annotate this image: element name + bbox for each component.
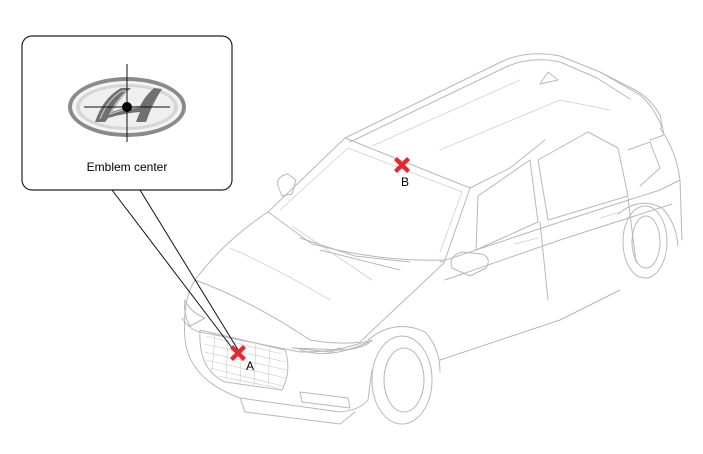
headlight-left	[184, 299, 206, 327]
emblem-center-dot	[122, 102, 132, 112]
emblem-center-label: Emblem center	[87, 160, 168, 174]
hood	[194, 211, 446, 344]
front-grille	[199, 329, 289, 391]
point-b-marker: B	[394, 157, 410, 189]
front-wheel	[371, 335, 433, 425]
front-bumper	[184, 279, 373, 413]
rear-side-window	[537, 131, 629, 221]
front-side-window	[475, 159, 539, 251]
x-mark-icon	[230, 345, 246, 361]
point-a-marker: A	[230, 345, 254, 373]
leader-line-left	[111, 189, 237, 354]
grille-mesh	[203, 333, 288, 389]
rear-wheel	[622, 205, 668, 279]
point-b-label: B	[401, 175, 409, 189]
roof-antenna	[539, 71, 559, 85]
car-illustration	[181, 53, 683, 425]
side-mirror	[450, 251, 489, 277]
x-mark-icon	[394, 157, 410, 173]
point-a-label: A	[246, 359, 254, 373]
car-roof	[344, 53, 663, 139]
leader-line-right	[139, 189, 241, 354]
emblem-callout: Emblem center	[21, 35, 233, 191]
